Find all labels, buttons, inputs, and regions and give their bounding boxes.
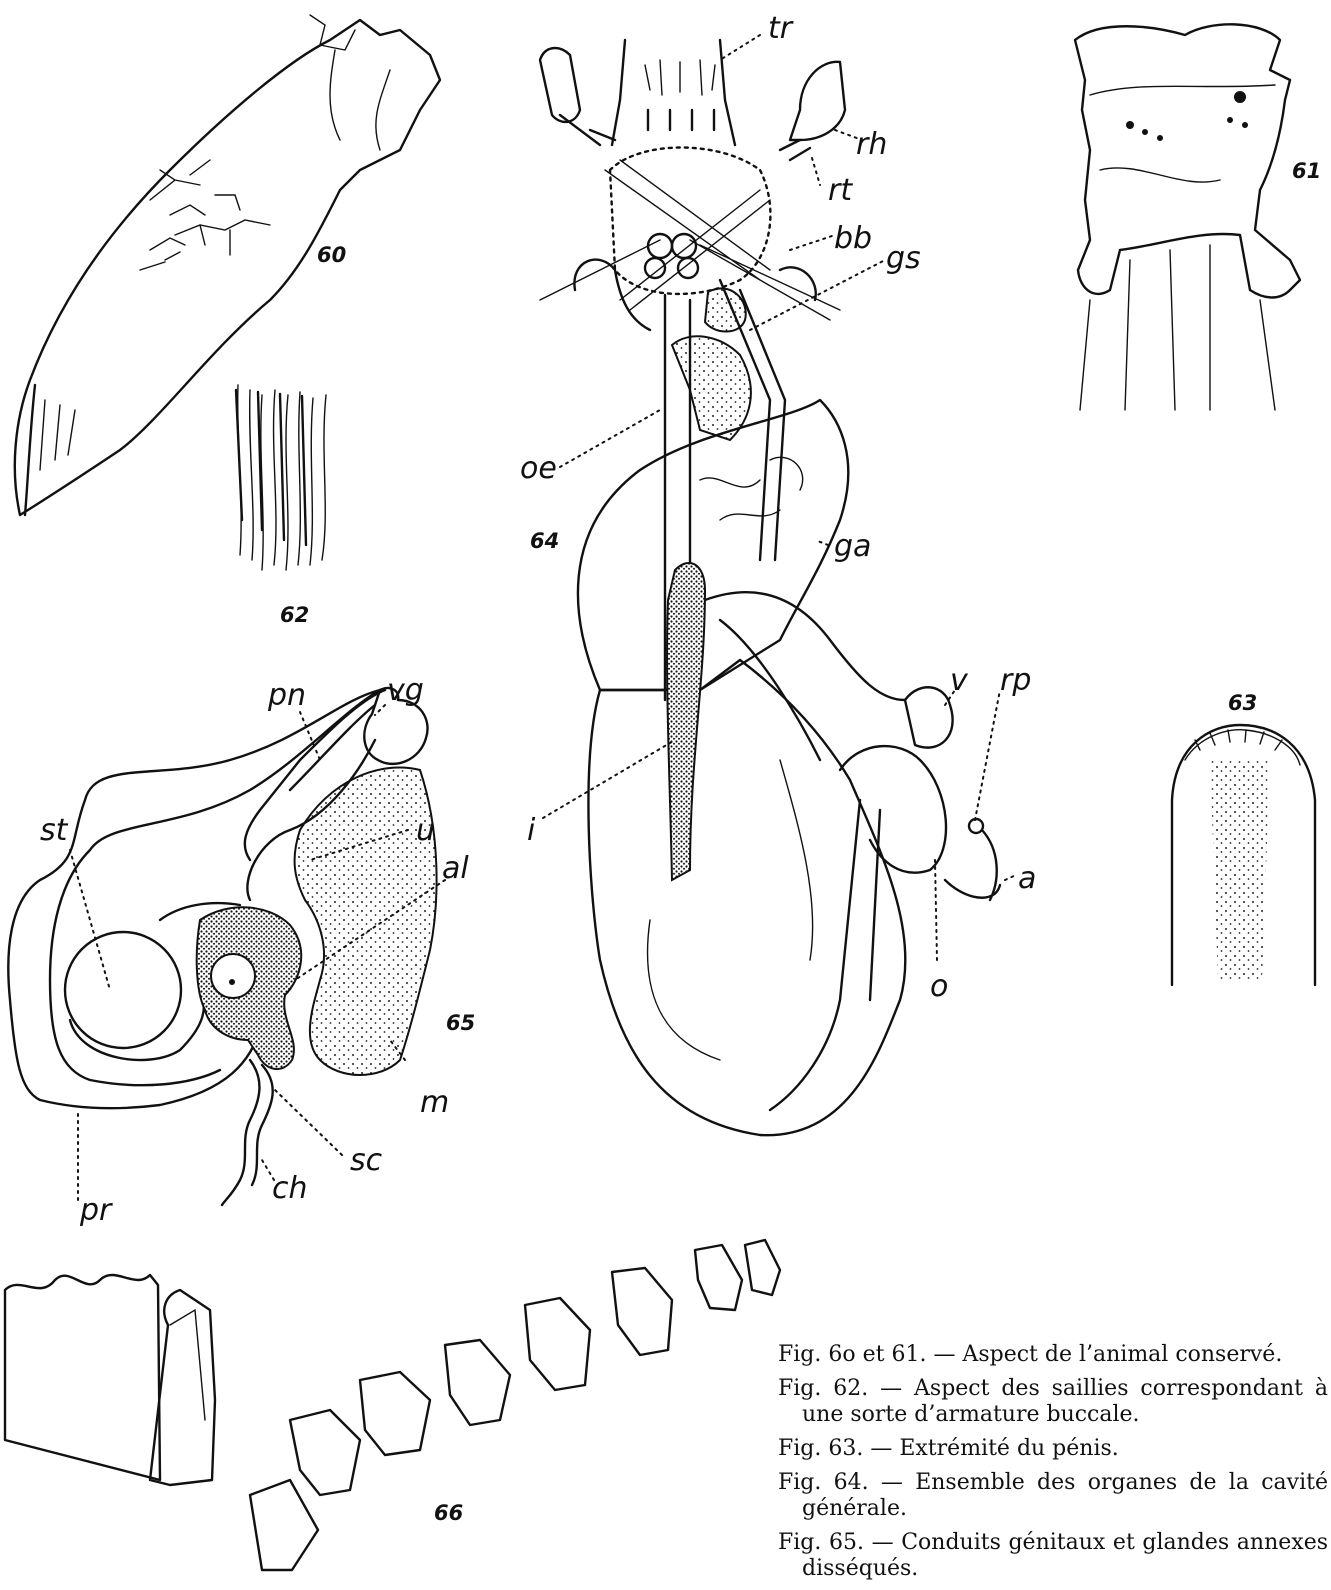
- label-tr: tr: [768, 11, 794, 46]
- figure-number-61: 61: [1292, 159, 1321, 183]
- figure-number-62: 62: [280, 603, 309, 627]
- figure-62-buccal-armature: 62: [236, 385, 326, 627]
- figure-66-radula-teeth: 66: [5, 1240, 780, 1570]
- caption-fig-60-61: Fig. 6o et 61. — Aspect de l’animal cons…: [778, 1342, 1328, 1368]
- label-st: st: [40, 813, 69, 848]
- label-vg: vg: [387, 673, 424, 708]
- figure-caption: Fig. 6o et 61. — Aspect de l’animal cons…: [778, 1342, 1328, 1590]
- label-gs: gs: [886, 241, 921, 276]
- label-oe: oe: [520, 451, 557, 486]
- label-m: m: [420, 1085, 449, 1120]
- caption-fig-62: Fig. 62. — Aspect des saillies correspon…: [778, 1376, 1328, 1428]
- label-pn: pn: [267, 678, 306, 713]
- label-i: i: [527, 813, 536, 848]
- label-sc: sc: [350, 1143, 383, 1178]
- caption-fig-63: Fig. 63. — Extrémité du pénis.: [778, 1436, 1328, 1462]
- label-ch: ch: [272, 1171, 308, 1206]
- label-o: o: [930, 969, 948, 1004]
- label-ga: ga: [834, 529, 871, 564]
- label-a: a: [1018, 861, 1036, 896]
- figure-64-cavity-organs: tr rh rt bb gs oe ga v rp i a o 64: [520, 11, 1036, 1135]
- label-u: u: [416, 813, 435, 848]
- figure-60-animal: 60: [15, 15, 440, 515]
- figure-number-66: 66: [434, 1501, 463, 1525]
- caption-fig-64: Fig. 64. — Ensemble des organes de la ca…: [778, 1470, 1328, 1522]
- label-rp: rp: [1000, 663, 1031, 698]
- figure-number-64: 64: [530, 529, 559, 553]
- label-v: v: [950, 663, 969, 698]
- figure-63-penis-extremity: 63: [1172, 691, 1315, 985]
- figure-number-65: 65: [446, 1011, 475, 1035]
- figure-number-60: 60: [317, 243, 346, 267]
- figure-number-63: 63: [1228, 691, 1257, 715]
- label-rt: rt: [828, 173, 853, 208]
- label-rh: rh: [856, 127, 887, 162]
- caption-fig-65: Fig. 65. — Conduits génitaux et glandes …: [778, 1530, 1328, 1582]
- label-al: al: [442, 851, 469, 886]
- label-pr: pr: [79, 1193, 113, 1228]
- figure-61-head-view: 61: [1075, 24, 1321, 410]
- label-bb: bb: [834, 221, 872, 256]
- figure-65-genital-ducts: pn vg st u al m sc ch pr 65: [8, 673, 475, 1228]
